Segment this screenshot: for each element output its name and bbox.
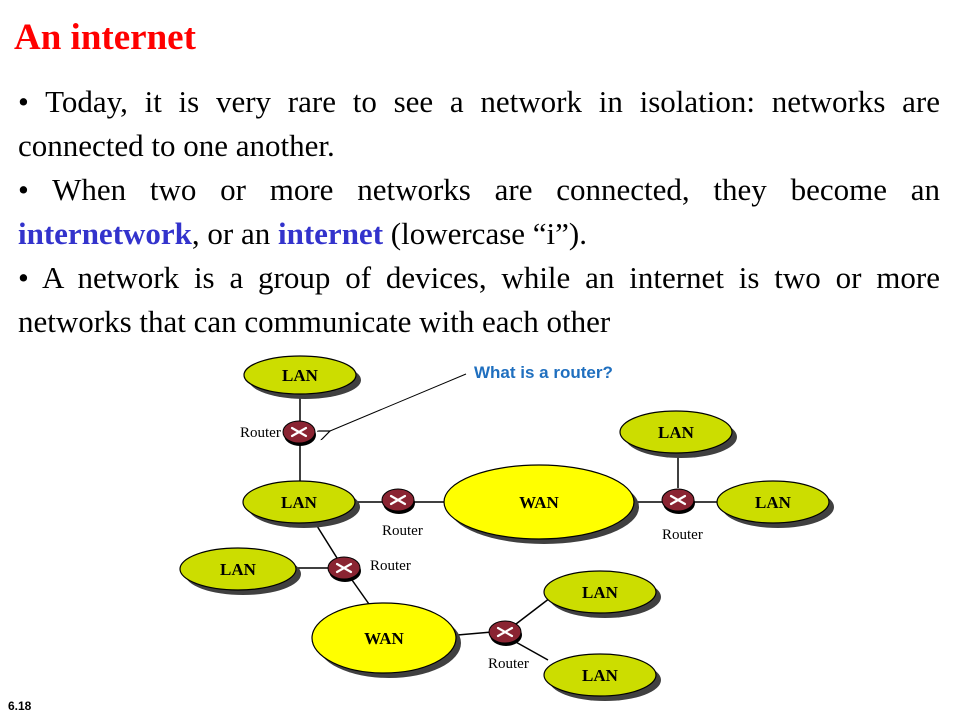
link [513,640,549,661]
callout-arrow [330,373,467,431]
lan-middle-left: LAN [242,480,360,528]
highlighted-term: internet [278,216,384,251]
bullet-item: • A network is a group of devices, while… [18,256,940,344]
highlighted-term: internetwork [18,216,192,251]
router-top-left [282,420,316,446]
bullet-marker: • [18,84,29,119]
router-center-right [661,488,695,514]
wan-bottom: WAN [311,602,461,678]
router-label: Router [488,656,529,672]
bullet-text: (lowercase “i”). [383,216,587,251]
lan-label: LAN [582,666,619,685]
bullet-marker: • [18,172,29,207]
lan-label: LAN [658,423,695,442]
lan-label: LAN [282,366,319,385]
bullet-item: • When two or more networks are connecte… [18,168,940,256]
bullet-text: , or an [191,216,278,251]
router-center-left [381,488,415,514]
router-bottom [488,620,522,646]
router-label: Router [382,523,423,539]
wan-center: WAN [443,464,639,544]
lan-right-bottom: LAN [716,480,834,528]
slide-title: An internet [14,17,196,58]
lan-label: LAN [582,583,619,602]
bullet-item: • Today, it is very rare to see a networ… [18,80,940,168]
router-label: Router [240,425,281,441]
lan-label: LAN [281,493,318,512]
lan-label: LAN [755,493,792,512]
bullet-text: Today, it is very rare to see a network … [18,84,940,163]
lan-bottom-right-top: LAN [543,570,661,618]
router-label: Router [370,558,411,574]
lan-lower-left: LAN [179,547,301,595]
bullet-marker: • [18,260,29,295]
router-lower-left [327,556,361,582]
router-label: Router [662,527,703,543]
callout-question: What is a router? [474,363,613,382]
bullet-list: • Today, it is very rare to see a networ… [18,80,940,344]
link [515,597,551,625]
lan-right-top: LAN [619,410,737,458]
lan-top-left: LAN [243,355,361,399]
wan-label: WAN [519,493,559,512]
bullet-text: When two or more networks are connected,… [52,172,940,207]
page-number: 6.18 [8,699,32,713]
bullet-text: A network is a group of devices, while a… [18,260,940,339]
lan-bottom-right-bottom: LAN [543,653,661,701]
lan-label: LAN [220,560,257,579]
wan-label: WAN [364,629,404,648]
